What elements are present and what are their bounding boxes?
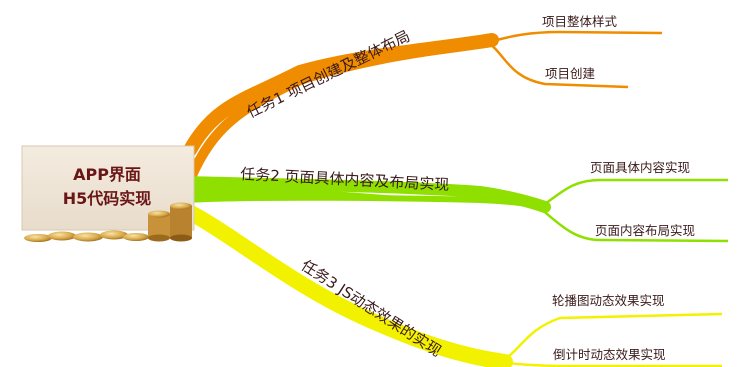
root-node: APP界面 H5代码实现 bbox=[21, 145, 195, 242]
branch-1-leaf-2: 项目创建 bbox=[545, 66, 596, 81]
coins-image bbox=[24, 202, 192, 242]
branch-2-leaf-2-line bbox=[539, 207, 729, 243]
branch-1: 任务1 项目创建及整体布局 项目整体样式 项目创建 bbox=[183, 14, 663, 185]
branch-2-leaf-1-line bbox=[539, 178, 728, 209]
branch-1-leaf-2-line bbox=[489, 42, 629, 89]
branch-3-connector bbox=[177, 202, 513, 367]
branch-1-leaf-1-line bbox=[489, 30, 663, 44]
branch-3-leaf-2: 倒计时动态效果实现 bbox=[553, 347, 666, 362]
branch-3-leaf-2-line bbox=[499, 360, 722, 367]
branch-2-leaf-1: 页面具体内容实现 bbox=[590, 160, 690, 175]
root-title-line-2: H5代码实现 bbox=[63, 189, 152, 208]
branch-3-label: 任务3 JS动态效果的实现 bbox=[298, 256, 445, 360]
branch-2: 任务2 页面具体内容及布局实现 页面具体内容实现 页面内容布局实现 bbox=[179, 160, 729, 243]
branch-3-leaf-1: 轮播图动态效果实现 bbox=[552, 293, 665, 308]
branch-1-connector bbox=[183, 33, 499, 157]
branch-1-label: 任务1 项目创建及整体布局 bbox=[244, 27, 413, 122]
root-title-line-1: APP界面 bbox=[73, 165, 141, 184]
branch-2-leaf-2: 页面内容布局实现 bbox=[595, 223, 695, 238]
branch-1-leaf-1: 项目整体样式 bbox=[542, 14, 618, 29]
branch-3-leaf-1-line bbox=[499, 312, 723, 364]
